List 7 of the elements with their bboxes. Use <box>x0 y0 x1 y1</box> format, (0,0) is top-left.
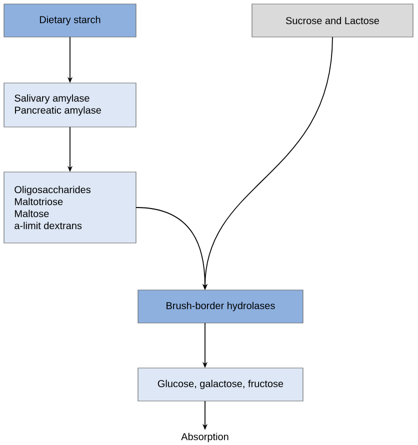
process-box: Salivary amylase Pancreatic amylase <box>4 82 136 128</box>
process-box: Glucose, galactose, fructose <box>138 368 304 402</box>
process-box: Dietary starch <box>4 4 136 38</box>
process-box: Brush-border hydrolases <box>138 290 304 324</box>
process-box: Oligosaccharides Maltotriose Maltose a-limit dextrans <box>4 172 136 244</box>
process-box: Sucrose and Lactose <box>252 4 414 38</box>
output-text: Absorption <box>181 432 228 442</box>
